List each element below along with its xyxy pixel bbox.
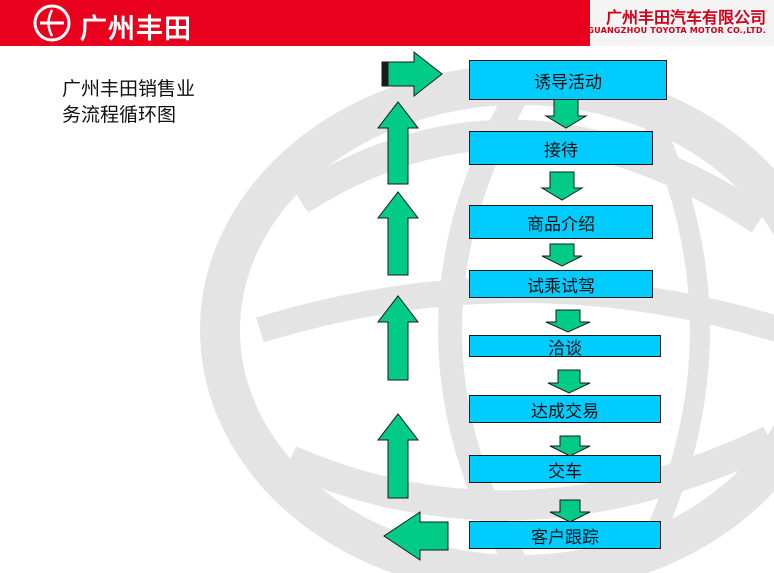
step-5-box: 洽谈 (469, 335, 661, 359)
arrow-right-tail-icon (381, 61, 389, 87)
step-8-label: 客户跟踪 (531, 527, 599, 548)
step-5-label: 洽谈 (548, 338, 582, 359)
arrow-down-6 (549, 435, 591, 457)
brand-area: 广州丰田 (0, 0, 232, 46)
step-6-box: 达成交易 (469, 395, 661, 423)
step-4-box: 试乘试驾 (469, 270, 653, 298)
step-3-label: 商品介绍 (527, 214, 595, 235)
arrow-left-from-end (383, 511, 449, 561)
arrow-down-5 (547, 369, 591, 394)
page-title: 广州丰田销售业 务流程循环图 (62, 76, 222, 128)
step-8-box: 客户跟踪 (469, 521, 661, 549)
arrow-down-2 (540, 171, 584, 201)
arrow-up-1 (376, 413, 420, 499)
header-bar: 广州丰田 广州丰田汽车有限公司 GUANGZHOU TOYOTA MOTOR C… (0, 0, 774, 46)
step-3-box: 商品介绍 (469, 205, 653, 239)
logo-text: 广州丰田 (80, 14, 192, 45)
company-name-area (590, 0, 774, 46)
arrow-right-to-start (383, 50, 443, 98)
arrow-up-2 (376, 295, 420, 381)
step-1-label: 诱导活动 (534, 72, 602, 93)
step-6-label: 达成交易 (531, 401, 599, 422)
step-2-label: 接待 (544, 140, 578, 161)
step-7-label: 交车 (548, 461, 582, 482)
arrow-down-7 (549, 499, 591, 523)
step-1-box: 诱导活动 (469, 60, 667, 100)
title-line-1: 广州丰田销售业 (62, 78, 196, 100)
toyota-gz-logo-icon (33, 4, 71, 42)
arrow-up-3 (376, 191, 420, 276)
company-name-en: GUANGZHOU TOYOTA MOTOR CO.,LTD. (587, 26, 766, 35)
step-4-label: 试乘试驾 (527, 276, 595, 297)
step-7-box: 交车 (469, 455, 661, 483)
arrow-down-1 (544, 98, 588, 129)
arrow-down-4 (545, 309, 591, 333)
title-line-2: 务流程循环图 (62, 104, 177, 126)
company-name-cn: 广州丰田汽车有限公司 (605, 8, 766, 27)
arrow-down-3 (541, 243, 583, 267)
step-2-box: 接待 (469, 131, 653, 165)
arrow-up-4 (376, 101, 420, 185)
